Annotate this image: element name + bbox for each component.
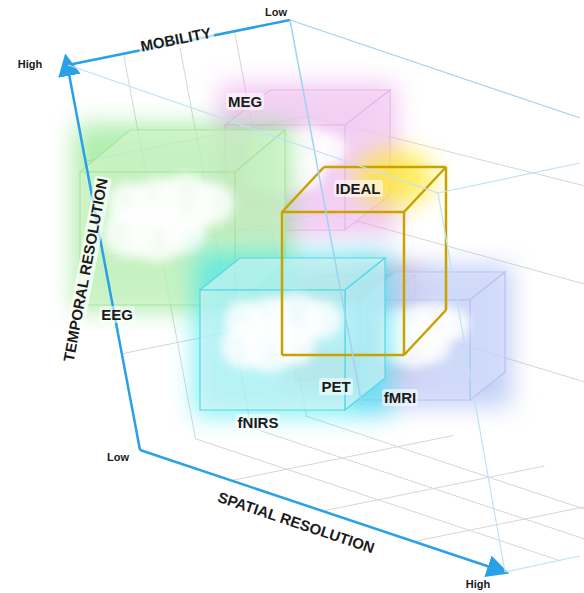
ideal-edge <box>281 212 284 355</box>
ideal-edge <box>404 310 446 355</box>
modality-node: fMRI <box>378 388 423 407</box>
cube-edge <box>438 193 505 572</box>
cube-face <box>470 272 505 400</box>
cube-edge <box>505 556 580 572</box>
cloud-puff <box>164 211 207 254</box>
modality-label: IDEAL <box>334 180 383 197</box>
axis-label: High <box>464 578 492 590</box>
fnirs-cube <box>194 252 391 416</box>
modality-label: fNIRS <box>236 414 281 431</box>
axis-label: Low <box>105 451 131 463</box>
cube-edge <box>290 20 580 118</box>
grid-line <box>196 439 561 561</box>
modality-node: PET <box>315 377 356 396</box>
ideal-edge <box>403 212 406 355</box>
ideal-edge <box>282 354 404 357</box>
ideal-edge <box>324 166 446 169</box>
modality-node: fNIRS <box>232 413 285 432</box>
axis-label: Low <box>263 6 289 18</box>
axis-lines <box>66 20 580 572</box>
ideal-edge <box>282 167 324 212</box>
modality-node: EEG <box>95 305 139 324</box>
modality-node: MEG <box>222 92 268 111</box>
mobility-axis <box>68 20 290 65</box>
spatial-axis <box>140 450 505 572</box>
cube-glow <box>194 252 391 416</box>
ideal-edge <box>282 211 404 214</box>
axis-label: SPATIAL RESOLUTION <box>214 488 379 557</box>
axis-label: High <box>16 58 44 70</box>
modality-label: fMRI <box>382 389 419 406</box>
axis-label: MOBILITY <box>137 24 214 55</box>
modality-cubes <box>74 84 511 416</box>
cube-edge <box>290 20 362 405</box>
modality-label: EEG <box>99 306 135 323</box>
cube-edge <box>438 163 580 193</box>
modality-label: MEG <box>226 93 264 110</box>
modality-node: IDEAL <box>330 179 387 198</box>
cube-edge <box>68 65 438 193</box>
temporal-axis <box>66 58 140 450</box>
modality-label: PET <box>319 378 352 395</box>
ideal-cube <box>282 150 446 355</box>
